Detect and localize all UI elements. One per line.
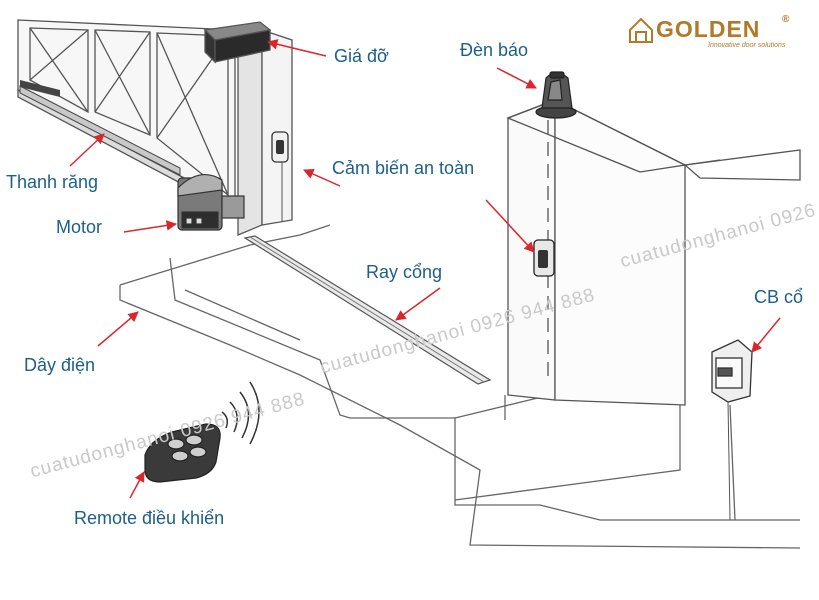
- beacon-light: [535, 71, 577, 119]
- logo-registered: ®: [782, 14, 790, 25]
- logo-tagline: Innovative door solutions: [708, 42, 786, 49]
- arrow-den-bao: [496, 67, 537, 89]
- label-den-bao: Đèn báo: [460, 40, 529, 60]
- arrow-day-dien: [97, 311, 139, 347]
- label-day-dien: Dây điện: [24, 355, 96, 375]
- label-motor: Motor: [56, 217, 103, 237]
- arrow-thanh-rang: [69, 133, 105, 167]
- ground-outline: [119, 224, 801, 549]
- motor-unit: [177, 173, 245, 231]
- arrow-cam-bien-2: [485, 199, 535, 253]
- arrow-gia-do: [266, 39, 327, 57]
- label-remote: Remote điều khiển: [74, 508, 225, 528]
- label-cam-bien: Cảm biến an toàn: [332, 158, 475, 178]
- arrow-cam-bien: [303, 169, 341, 187]
- safety-sensor-post: [271, 131, 289, 222]
- control-box: [711, 339, 753, 521]
- label-ray-cong: Ray cổng: [366, 262, 443, 282]
- label-cb-cong: CB cổ: [754, 287, 804, 307]
- remote-control: [144, 423, 221, 483]
- safety-sensor-pillar: [533, 239, 555, 277]
- arrow-remote: [129, 471, 145, 499]
- gate-rail: [243, 235, 492, 385]
- arrow-cb-cong: [751, 317, 781, 353]
- gear-rack: [19, 80, 181, 176]
- support-post: [203, 21, 293, 236]
- golden-logo: GOLDEN ® Innovative door solutions: [628, 14, 798, 52]
- label-gia-do: Giá đỡ: [334, 46, 389, 66]
- gate-system-diagram: [17, 19, 801, 549]
- house-logo-icon: [629, 17, 653, 43]
- label-thanh-rang: Thanh răng: [6, 172, 99, 192]
- label-arrows: [69, 39, 781, 499]
- arrow-motor: [123, 220, 178, 233]
- arrow-ray-cong: [395, 287, 441, 321]
- logo-brand: GOLDEN: [656, 16, 761, 42]
- signal-waves: [221, 381, 260, 445]
